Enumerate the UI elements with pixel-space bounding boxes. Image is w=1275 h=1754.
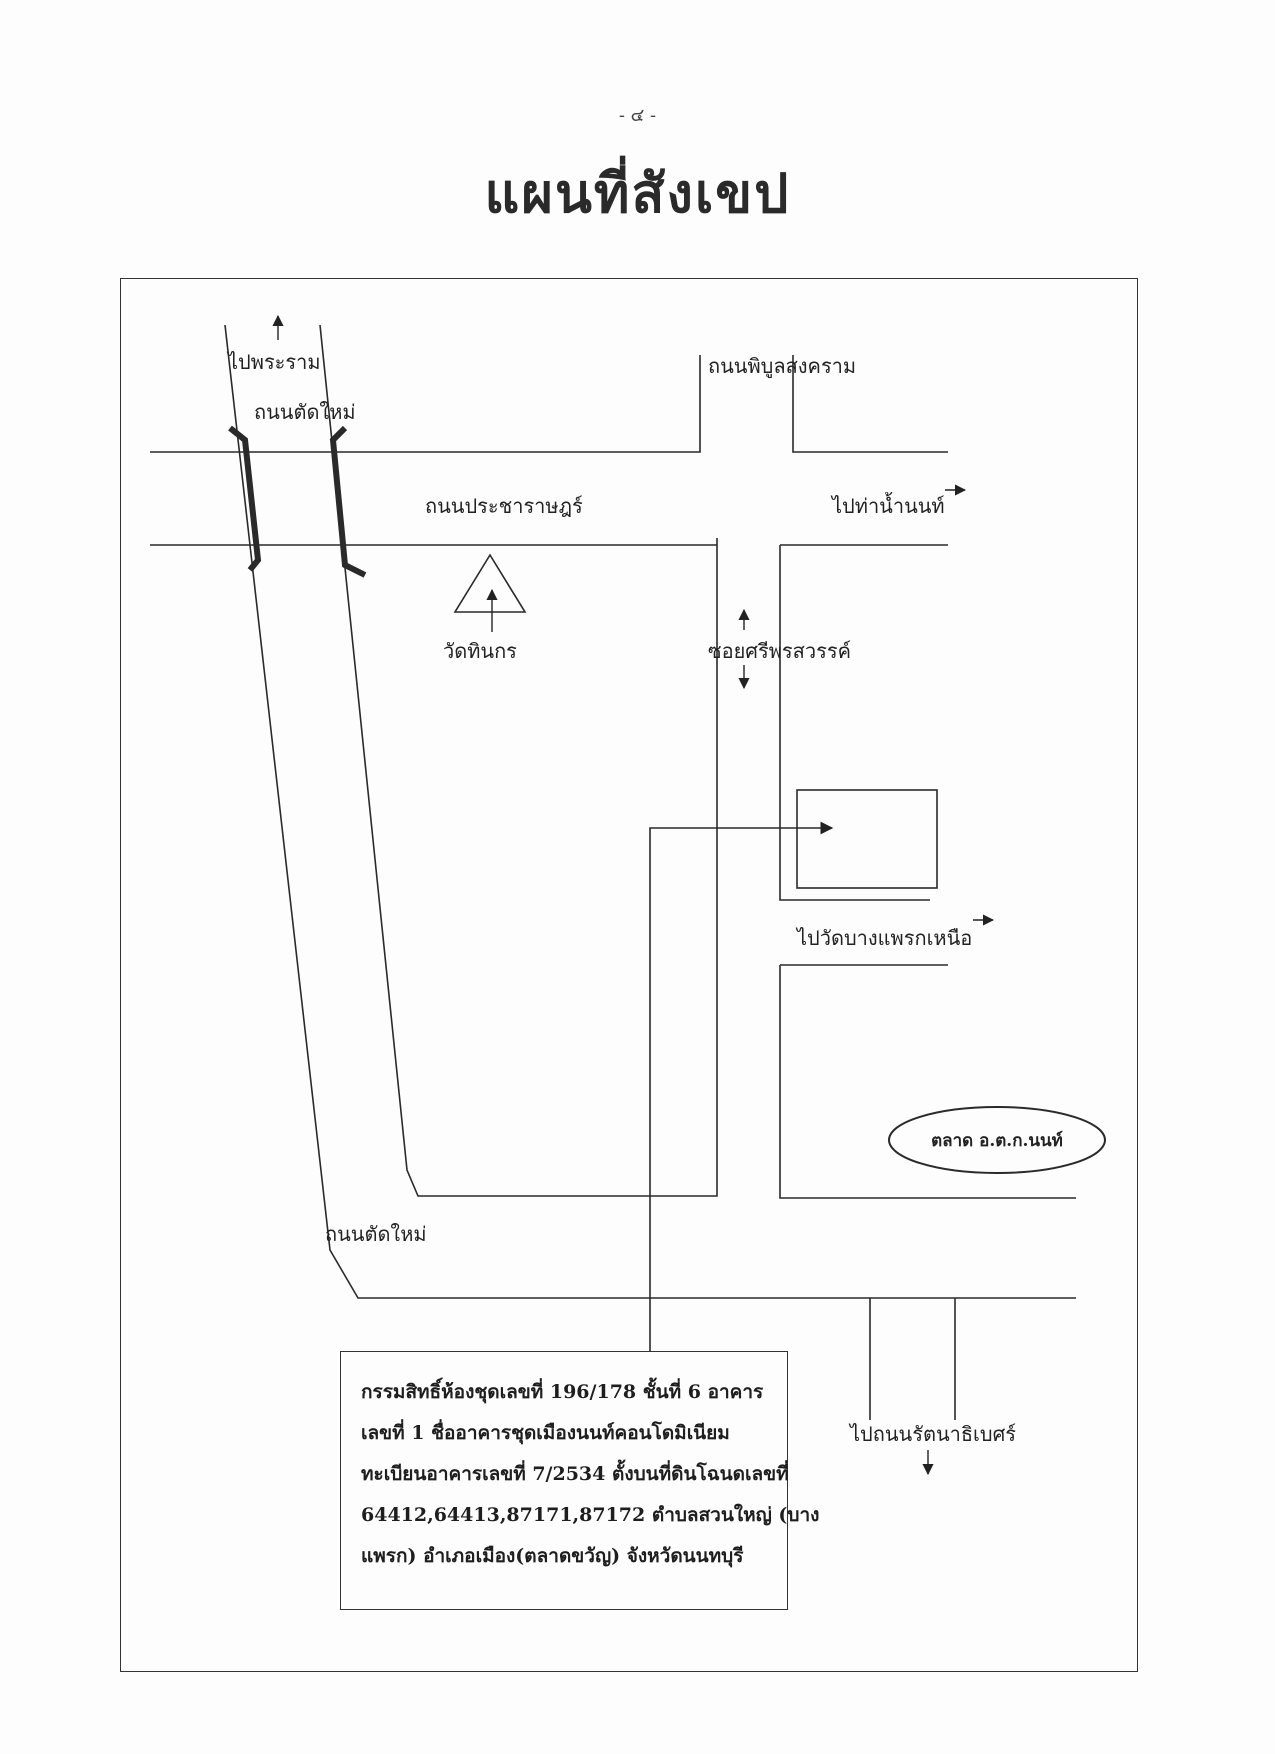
info-line: แพรก) อำเภอเมือง(ตลาดขวัญ) จังหวัดนนทบุร…: [361, 1545, 744, 1567]
label-market: ตลาด อ.ต.ก.นนท์: [931, 1131, 1063, 1151]
page-number: - ๔ -: [618, 105, 657, 126]
right-road-line-c: [779, 965, 1076, 1199]
pointer-line: [649, 821, 834, 1351]
label-new-road-bottom: ถนนตัดใหม่: [325, 1222, 427, 1246]
info-line: กรรมสิทธิ์ห้องชุดเลขที่ 196/178 ชั้นที่ …: [361, 1381, 764, 1403]
label-wat-thinakon: วัดทินกร: [443, 639, 517, 663]
new-road-outer-line: [224, 324, 1076, 1299]
label-phibun-road: ถนนพิบูลสงคราม: [708, 354, 857, 378]
page-title: แผนที่สังเขป: [484, 161, 791, 225]
bridge-bracket-left: [228, 425, 262, 572]
label-to-rattanathibet: ไปถนนรัตนาธิเบศร์: [850, 1422, 1017, 1446]
target-building: [796, 789, 938, 889]
bridge-bracket-right: [329, 425, 367, 578]
property-info-box: กรรมสิทธิ์ห้องชุดเลขที่ 196/178 ชั้นที่ …: [340, 1351, 820, 1610]
info-line: เลขที่ 1 ชื่ออาคารชุดเมืองนนท์คอนโดมิเนี…: [361, 1422, 730, 1444]
info-line: ทะเบียนอาคารเลขที่ 7/2534 ตั้งบนที่ดินโฉ…: [361, 1463, 789, 1485]
label-new-road-top: ถนนตัดใหม่: [254, 400, 356, 424]
wat-thinakon-triangle: [453, 553, 527, 613]
label-to-pier: ไปท่าน้ำนนท์: [832, 494, 945, 518]
market-ellipse: [888, 1106, 1106, 1174]
label-pracharat-road: ถนนประชาราษฎร์: [425, 494, 583, 518]
right-road-line-a: [779, 545, 930, 901]
label-soi-sri-pon: ซอยศรีพรสวรรค์: [708, 639, 851, 663]
pracharat-road-top-right: [792, 355, 948, 453]
map-frame: [120, 278, 1138, 1672]
new-road-inner-line: [319, 324, 718, 1197]
label-to-wat-bang-phraek: ไปวัดบางแพรกเหนือ: [797, 926, 973, 950]
info-line: 64412,64413,87171,87172 ตำบลสวนใหญ่ (บาง: [361, 1504, 820, 1526]
label-to-phra-ram: ไปพระราม: [228, 350, 321, 374]
